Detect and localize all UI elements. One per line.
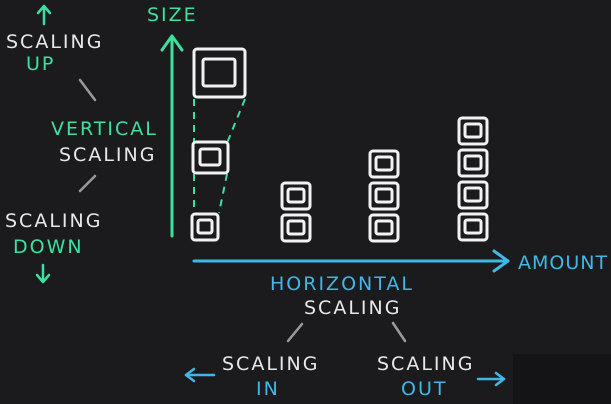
scaling-in-label-line1: SCALING: [222, 353, 320, 375]
scaling-in-arrow-icon: [184, 367, 216, 383]
amount-axis-label: AMOUNT: [518, 252, 609, 274]
scaling-down-label-line2: DOWN: [13, 236, 84, 258]
horizontal-connector-strokes: [286, 321, 407, 343]
server-stack-2: [280, 181, 312, 243]
vertical-scaling-label-line2: SCALING: [59, 144, 157, 166]
server-box-small: [190, 212, 220, 242]
vertical-scaling-label-line1: VERTICAL: [51, 118, 158, 140]
scaling-out-label-line2: OUT: [401, 378, 448, 400]
scaling-up-label-line2: UP: [26, 53, 56, 75]
scaling-up-label-line1: SCALING: [6, 31, 104, 53]
scaling-down-label-line1: SCALING: [5, 210, 103, 232]
scaling-out-arrow-icon: [476, 371, 506, 387]
server-stack-4: [457, 116, 489, 242]
scaling-out-label-line1: SCALING: [377, 353, 475, 375]
size-axis-label: SIZE: [147, 4, 198, 26]
server-box-large: [192, 47, 247, 99]
scaling-down-arrow-icon: [35, 263, 51, 284]
corner-patch: [513, 354, 611, 404]
size-axis: [160, 34, 184, 238]
server-stack-3: [368, 149, 400, 243]
horizontal-scaling-label-line1: HORIZONTAL: [270, 273, 414, 295]
vertical-scaling-connectors: [193, 98, 246, 214]
vertical-connector-strokes: [78, 78, 97, 193]
scaling-up-arrow-icon: [36, 4, 52, 26]
scaling-in-label-line2: IN: [256, 378, 280, 400]
horizontal-scaling-label-line2: SCALING: [304, 297, 402, 319]
server-box-medium: [191, 140, 230, 175]
amount-axis: [192, 249, 510, 273]
